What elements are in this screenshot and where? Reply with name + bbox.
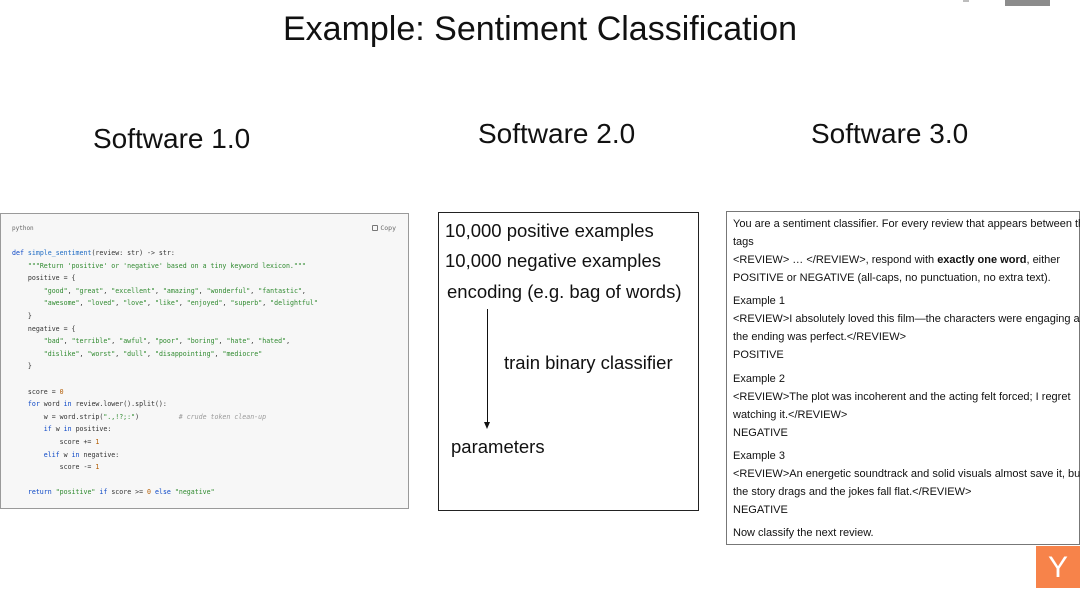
code-line (12, 474, 402, 487)
example-label: NEGATIVE (733, 504, 788, 516)
code-line: def simple_sentiment(review: str) -> str… (12, 249, 175, 257)
example-review: <REVIEW>I absolutely loved this film—the… (733, 313, 1080, 325)
example-label: POSITIVE (733, 349, 784, 361)
code-line: "awesome", "loved", "love", "like", "enj… (43, 299, 318, 308)
code-panel: python Copy def simple_sentiment(review:… (0, 213, 409, 509)
code-line: } (12, 362, 32, 371)
example-review: <REVIEW>The plot was incoherent and the … (733, 391, 1071, 403)
example-review: <REVIEW>An energetic soundtrack and soli… (733, 468, 1080, 480)
copy-button[interactable]: Copy (372, 224, 396, 232)
code-line: "dislike", "worst", "dull", "disappointi… (43, 349, 263, 358)
code-line: for word in review.lower().split(): (27, 400, 167, 409)
code-block: def simple_sentiment(review: str) -> str… (12, 247, 402, 499)
train-step-text: train binary classifier (504, 352, 673, 373)
code-line: } (12, 311, 32, 320)
parameters-text: parameters (451, 436, 545, 457)
code-line: w = word.strip(".,!?;:") # crude token c… (12, 412, 267, 421)
example-heading: Example 1 (733, 295, 785, 307)
flow-arrow-line (487, 309, 488, 426)
copy-icon (372, 225, 379, 231)
code-language-label: python (12, 225, 34, 232)
prompt-line: POSITIVE or NEGATIVE (all-caps, no punct… (733, 272, 1051, 284)
software-2-panel: 10,000 positive examples 10,000 negative… (438, 212, 699, 511)
software-2-heading: Software 2.0 (478, 118, 636, 149)
example-review: the story drags and the jokes fall flat.… (733, 486, 972, 498)
example-label: NEGATIVE (733, 427, 788, 439)
code-line: """Return 'positive' or 'negative' based… (27, 261, 306, 270)
example-review: the ending was perfect.</REVIEW> (733, 331, 907, 343)
code-line: if w in positive: (43, 425, 112, 434)
example-review: watching it.</REVIEW> (733, 409, 848, 421)
code-line (12, 373, 402, 386)
code-line: "bad", "terrible", "awful", "poor", "bor… (43, 337, 291, 346)
y-combinator-logo: Y (1036, 546, 1080, 588)
software-3-heading: Software 3.0 (811, 118, 969, 149)
positive-examples-text: 10,000 positive examples (445, 220, 654, 241)
prompt-line: <REVIEW> … </REVIEW>, respond with exact… (733, 254, 1075, 266)
slide-title: Example: Sentiment Classification (282, 10, 797, 48)
negative-examples-text: 10,000 negative examples (445, 250, 661, 271)
prompt-line: You are a sentiment classifier. For ever… (733, 218, 1080, 230)
arrow-down-icon (484, 422, 490, 429)
prompt-emphasis: exactly one word (937, 254, 1027, 266)
prompt-text: , either (1026, 254, 1061, 266)
code-line: positive = { (12, 274, 76, 283)
prompt-outro: Now classify the next review. (733, 527, 874, 539)
prompt-text: <REVIEW> … </REVIEW>, respond with (733, 254, 938, 266)
code-line: "good", "great", "excellent", "amazing",… (43, 286, 306, 295)
example-heading: Example 3 (733, 450, 785, 462)
software-1-heading: Software 1.0 (93, 123, 251, 154)
copy-label: Copy (380, 224, 396, 232)
code-line: elif w in negative: (43, 450, 120, 459)
prompt-line: tags (733, 236, 754, 248)
code-line: return "positive" if score >= 0 else "ne… (27, 488, 215, 497)
top-indicator-box (1005, 0, 1050, 6)
code-line: score -= 1 (12, 463, 100, 472)
example-heading: Example 2 (733, 373, 785, 385)
top-indicator-dot (963, 0, 969, 2)
code-line: negative = { (12, 324, 76, 333)
code-line: score = 0 (12, 387, 64, 396)
code-line: score += 1 (12, 437, 100, 446)
software-3-prompt-panel: You are a sentiment classifier. For ever… (726, 211, 1080, 545)
encoding-text: encoding (e.g. bag of words) (447, 281, 682, 302)
